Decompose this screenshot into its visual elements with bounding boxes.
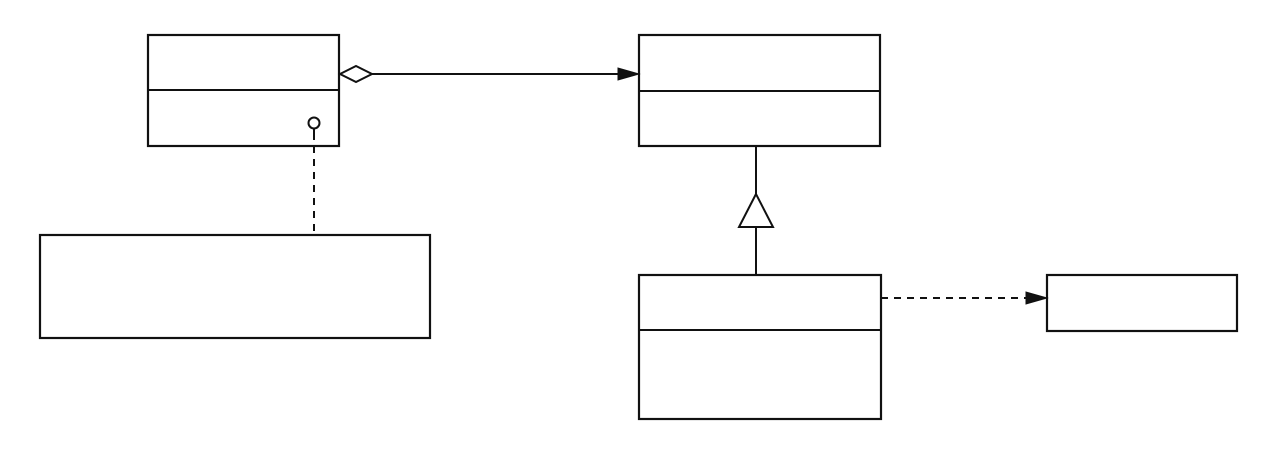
note-anchor-circle-icon — [307, 116, 321, 130]
dependency-arrowhead-icon — [1025, 291, 1049, 305]
dependency-target-box — [1045, 273, 1239, 333]
note-edge — [307, 116, 321, 235]
abstract-class — [637, 33, 882, 148]
aggregation-edge — [337, 64, 641, 84]
concrete-class-box — [637, 273, 883, 421]
dependency-target — [1045, 273, 1239, 333]
aggregation-arrowhead-icon — [617, 67, 641, 81]
concrete-class — [637, 273, 883, 421]
context-class — [146, 33, 341, 148]
aggregation-diamond-icon — [337, 64, 375, 84]
inheritance-triangle-icon — [737, 191, 775, 228]
note-box-rect — [38, 233, 432, 340]
dependency-edge — [881, 291, 1049, 305]
inheritance-edge — [737, 146, 775, 275]
note-box — [38, 233, 432, 340]
